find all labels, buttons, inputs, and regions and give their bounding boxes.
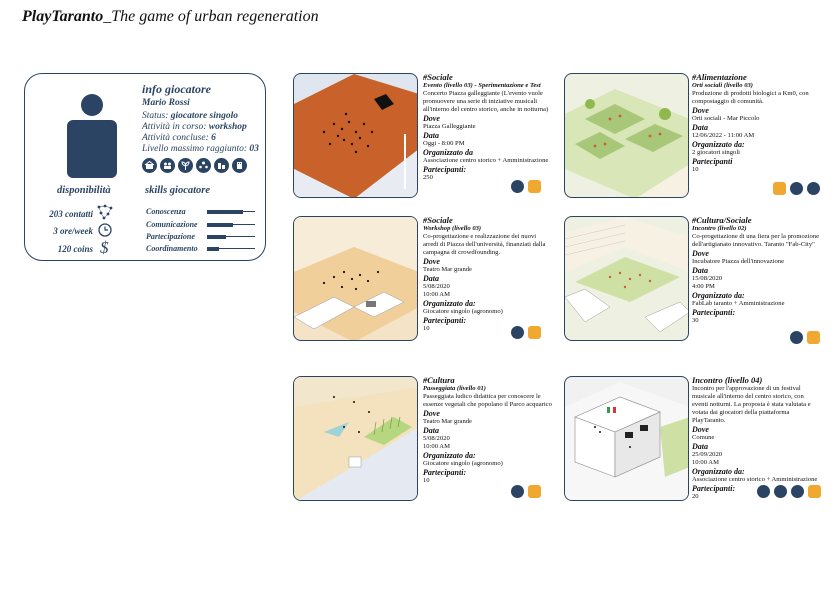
event-image[interactable] (564, 73, 689, 198)
player-status: Status: giocatore singolo (142, 111, 239, 121)
skill-label: Conoscenza (146, 207, 186, 216)
skill-track (207, 234, 255, 239)
player-activity: Attività in corso: workshop (142, 122, 247, 132)
community-icon[interactable] (790, 331, 803, 344)
event-image[interactable] (293, 73, 418, 198)
event-details: #Sociale Evento (livello 03) - Speriment… (423, 72, 549, 182)
group-badge-icon[interactable] (160, 158, 175, 173)
building-icon[interactable] (528, 326, 541, 339)
skills-title: skills giocatore (145, 185, 211, 196)
event-details: #Sociale Workshop (livello 03) Co-proget… (423, 215, 546, 333)
skill-track (207, 209, 255, 214)
skill-fill (207, 246, 219, 251)
coin-icon: $ (100, 238, 109, 257)
event-image[interactable] (564, 376, 689, 501)
player-level: Livello massimo raggiunto: 03 (142, 144, 259, 154)
city-icon[interactable] (791, 485, 804, 498)
contacts-icon (97, 204, 113, 220)
community-icon[interactable] (511, 326, 524, 339)
community-icon[interactable] (511, 180, 524, 193)
music-icon[interactable] (528, 180, 541, 193)
user-icon[interactable] (757, 485, 770, 498)
availability-title: disponibilità (57, 185, 111, 196)
event-details: Incontro (livello 04) Incontro per l'app… (692, 375, 818, 501)
event-image[interactable] (564, 216, 689, 341)
contacts-count: 203 contatti (49, 209, 93, 219)
skill-fill (207, 234, 227, 239)
avatar-icon (67, 94, 117, 178)
user-icon[interactable] (790, 182, 803, 195)
skill-track (207, 222, 255, 227)
badge-row (142, 158, 247, 173)
skill-fill (207, 209, 243, 214)
farm-badge-icon[interactable] (142, 158, 157, 173)
craft-icon[interactable] (807, 331, 820, 344)
event-icons (757, 485, 821, 498)
event-image[interactable] (293, 376, 418, 501)
event-details: #Cultura/Sociale Incontro (livello 02) C… (692, 215, 820, 325)
player-completed: Attività concluse: 6 (142, 133, 216, 143)
skill-fill (207, 222, 234, 227)
building-icon[interactable] (528, 485, 541, 498)
skill-label: Comunicazione (146, 220, 198, 229)
building-badge-icon[interactable] (232, 158, 247, 173)
clock-icon (98, 223, 112, 237)
event-details: #Alimentazione Orti sociali (livello 03)… (692, 72, 809, 174)
farm-icon[interactable] (773, 182, 786, 195)
plant-badge-icon[interactable] (178, 158, 193, 173)
city-badge-icon[interactable] (214, 158, 229, 173)
music-icon[interactable] (808, 485, 821, 498)
community-badge-icon[interactable] (196, 158, 211, 173)
community-icon[interactable] (511, 485, 524, 498)
event-icons (511, 180, 541, 193)
skill-track (207, 246, 255, 251)
page-title: PlayTaranto_The game of urban regenerati… (22, 8, 319, 25)
event-icons (511, 485, 541, 498)
coins-count: 120 coins (57, 244, 93, 254)
event-image[interactable] (293, 216, 418, 341)
community-icon[interactable] (807, 182, 820, 195)
vote-icon[interactable] (774, 485, 787, 498)
skill-label: Coordinamento (146, 244, 198, 253)
event-icons (511, 326, 541, 339)
event-icons (790, 331, 820, 344)
player-card: info giocatore Mario Rossi Status: gioca… (24, 73, 266, 261)
skill-label: Partecipazione (146, 232, 195, 241)
event-icons (773, 182, 820, 195)
event-details: #Cultura Passeggiata (livello 01) Passeg… (423, 375, 552, 485)
player-name: Mario Rossi (142, 98, 190, 108)
info-title: info giocatore (142, 82, 211, 96)
hours-count: 3 ore/week (53, 226, 93, 236)
